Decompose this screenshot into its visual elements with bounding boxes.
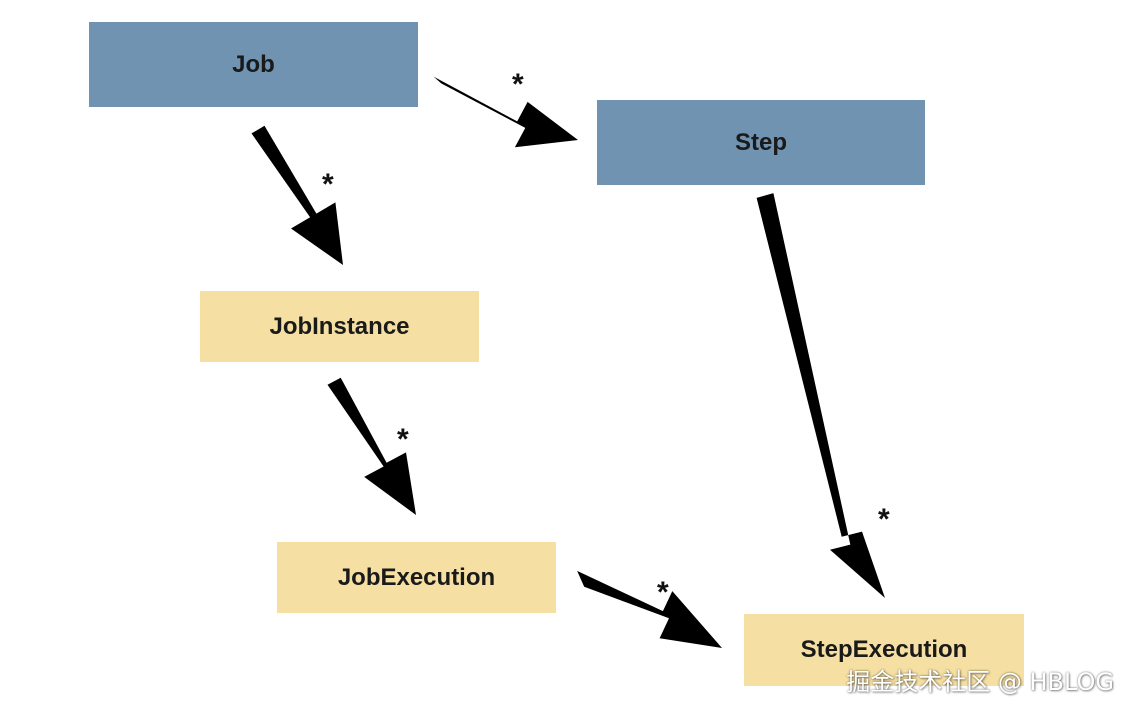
- jobexecution-label: JobExecution: [337, 563, 496, 591]
- jobexecution-node: JobExecution: [277, 542, 556, 613]
- step-label: Step: [734, 128, 787, 156]
- arrow-step-to-stepexecution: [756, 193, 885, 598]
- stepexecution-node: StepExecution: [744, 614, 1024, 686]
- arrow-jobexecution-to-stepexecution: [577, 570, 722, 648]
- step-node: Step: [597, 100, 925, 185]
- multiplicity-job-step: *: [512, 68, 524, 101]
- multiplicity-step-stepexecution: *: [878, 503, 890, 536]
- watermark-text: 掘金技术社区 @ HBLOG: [846, 668, 1114, 696]
- multiplicity-jobinstance-jobexecution: *: [397, 423, 409, 456]
- job-node: Job: [89, 22, 418, 107]
- multiplicity-jobexecution-stepexecution: *: [657, 576, 669, 609]
- jobinstance-label: JobInstance: [269, 312, 410, 340]
- job-label: Job: [232, 50, 275, 78]
- jobinstance-node: JobInstance: [200, 291, 479, 362]
- stepexecution-label: StepExecution: [800, 636, 968, 663]
- arrow-job-to-jobinstance: [251, 125, 343, 265]
- arrow-job-to-step: [433, 76, 578, 148]
- arrow-jobinstance-to-jobexecution: [327, 377, 416, 515]
- multiplicity-job-jobinstance: *: [322, 168, 334, 201]
